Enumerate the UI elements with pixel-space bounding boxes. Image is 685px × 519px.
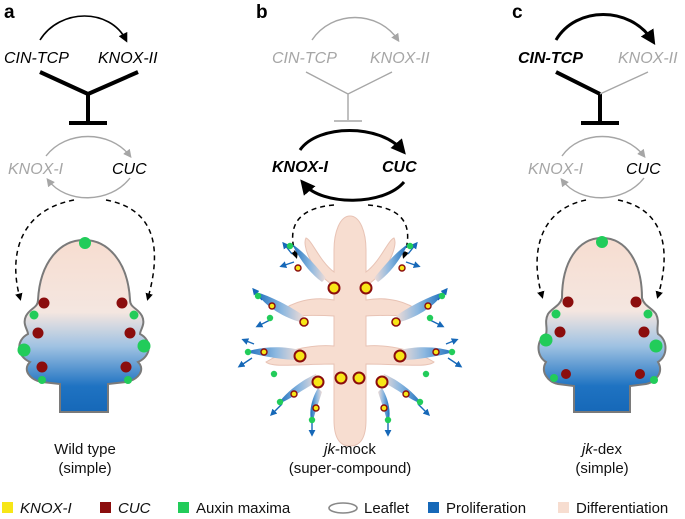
leaflet [256, 292, 304, 322]
legend-swatch-leaflet [328, 502, 358, 514]
gene-cuc: CUC [382, 159, 417, 176]
leaflet [400, 347, 454, 360]
cuc-spot [38, 297, 50, 309]
dashed-arrow-right [105, 199, 156, 301]
simple-leaf [537, 236, 667, 413]
gene-cuc: CUC [112, 161, 147, 178]
leaflet [382, 374, 422, 404]
leaflet [396, 292, 444, 322]
auxin-maximum [79, 237, 91, 249]
cuc-spot [36, 361, 48, 373]
legend: KNOX-I CUC Auxin maxima Leaflet Prolifer… [2, 500, 668, 517]
auxin-maximum [17, 343, 31, 357]
caption-line1: jk-mock [322, 441, 376, 458]
cuc-spot [630, 296, 642, 308]
leaflets-left [246, 244, 326, 424]
panel-letter-a: a [4, 2, 15, 23]
leaflet [246, 347, 300, 360]
panel-c: c CIN-TCP KNOX-II KNOX-I CUC jk-dex (sim… [512, 2, 678, 477]
auxin-maximum [650, 376, 658, 384]
gray-arrow-top [45, 135, 132, 158]
dashed-arrow-right [367, 204, 409, 259]
bold-arrow-bottom [300, 179, 406, 202]
auxin-maximum [596, 236, 608, 248]
caption-line2: (simple) [58, 460, 111, 477]
caption-line1: jk-dex [580, 441, 623, 458]
gene-cuc: CUC [626, 161, 661, 178]
bold-arrow-tcp-knox2 [554, 13, 656, 46]
panel-b: b CIN-TCP KNOX-II KNOX-I CUC [237, 2, 463, 477]
auxin-maximum [539, 333, 553, 347]
gray-arrow-tcp-knox2 [311, 16, 400, 43]
legend-swatch-knox-i [2, 502, 13, 513]
cuc-spot [120, 361, 132, 373]
auxin-maximum [137, 339, 151, 353]
compound-leaf [265, 215, 435, 447]
leaflet [374, 244, 408, 282]
auxin-maximum [649, 339, 663, 353]
bold-arrow-top [298, 129, 406, 155]
legend-label-differentiation: Differentiation [576, 500, 668, 517]
panel-letter-b: b [256, 2, 268, 23]
legend-label-proliferation: Proliferation [446, 500, 526, 517]
cuc-spot [635, 369, 645, 379]
caption-line2: (super-compound) [289, 460, 412, 477]
auxin-maximum [129, 310, 139, 320]
gene-cin-tcp: CIN-TCP [272, 50, 337, 67]
leaflets-right [374, 244, 454, 424]
panel-a: a CIN-TCP KNOX-II KNOX-I CUC Wild type (… [4, 2, 158, 477]
dashed-arrow-left [291, 204, 335, 259]
auxin-maximum [551, 309, 561, 319]
cuc-spot [561, 369, 571, 379]
legend-label-auxin: Auxin maxima [196, 500, 291, 517]
cuc-spot [638, 326, 650, 338]
gray-repression-bar [305, 71, 393, 120]
legend-swatch-auxin [178, 502, 189, 513]
gray-arrow-top [561, 135, 646, 158]
repression-bar [39, 70, 139, 122]
simple-leaf [18, 238, 150, 413]
gray-repression-branch [599, 71, 649, 95]
gene-knox-i: KNOX-I [272, 159, 329, 176]
cuc-spot [562, 296, 574, 308]
gray-arrow-bottom [560, 177, 645, 199]
leaflet [292, 244, 326, 282]
gene-knox-ii: KNOX-II [98, 50, 158, 67]
leaf-rachis [265, 215, 435, 447]
auxin-maximum [124, 376, 132, 384]
caption-line1: Wild type [54, 441, 116, 458]
repression-bar [555, 70, 602, 122]
activation-arrow-tcp-knox2 [39, 15, 128, 43]
legend-swatch-proliferation [428, 502, 439, 513]
gene-knox-ii: KNOX-II [370, 50, 430, 67]
auxin-maximum [29, 310, 39, 320]
knox-cuc-markers [260, 264, 440, 412]
cuc-spot [554, 326, 566, 338]
cuc-spot [124, 327, 136, 339]
leaflet [278, 374, 318, 404]
legend-swatch-cuc [100, 502, 111, 513]
auxin-maximum [643, 309, 653, 319]
dashed-arrow-left [14, 199, 75, 301]
cuc-spot [116, 297, 128, 309]
legend-label-knox-i: KNOX-I [20, 500, 72, 517]
cuc-spot [32, 327, 44, 339]
legend-label-cuc: CUC [118, 500, 151, 517]
gene-cin-tcp: CIN-TCP [518, 50, 583, 67]
gene-knox-i: KNOX-I [528, 161, 584, 178]
gene-knox-i: KNOX-I [8, 161, 64, 178]
auxin-maxima-group [244, 242, 456, 424]
auxin-maximum [550, 374, 558, 382]
legend-swatch-differentiation [558, 502, 569, 513]
auxin-maximum [38, 376, 46, 384]
gene-cin-tcp: CIN-TCP [4, 50, 69, 67]
gene-knox-ii: KNOX-II [618, 50, 678, 67]
gray-arrow-bottom [46, 177, 131, 199]
caption-line2: (simple) [575, 460, 628, 477]
panel-letter-c: c [512, 2, 523, 23]
legend-label-leaflet: Leaflet [364, 500, 410, 517]
